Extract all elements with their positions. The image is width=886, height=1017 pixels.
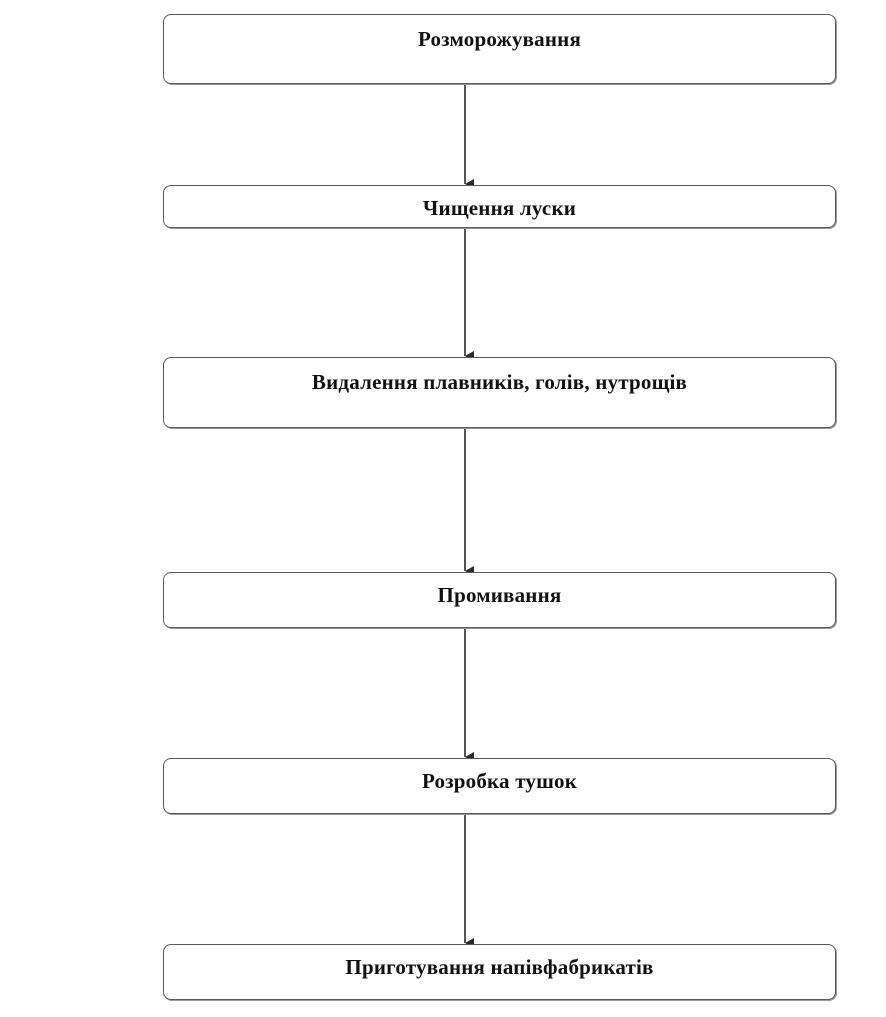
process-step-carcass-processing: Розробка тушок [163,758,836,814]
process-step-scale-cleaning: Чищення луски [163,185,836,228]
process-step-defrosting: Розморожування [163,14,836,84]
step-label: Розробка тушок [421,769,578,793]
process-step-removing-fins-heads-entrails: Видалення плавників, голів, нутрощів [163,357,836,428]
process-step-semi-finished-preparation: Приготування напівфабрикатів [163,944,836,1000]
step-label: Чищення луски [422,196,577,220]
step-label: Видалення плавників, голів, нутрощів [311,370,688,394]
step-label: Розморожування [417,27,582,51]
step-label: Приготування напівфабрикатів [345,955,654,979]
step-label: Промивання [437,583,562,607]
process-step-washing: Промивання [163,572,836,628]
